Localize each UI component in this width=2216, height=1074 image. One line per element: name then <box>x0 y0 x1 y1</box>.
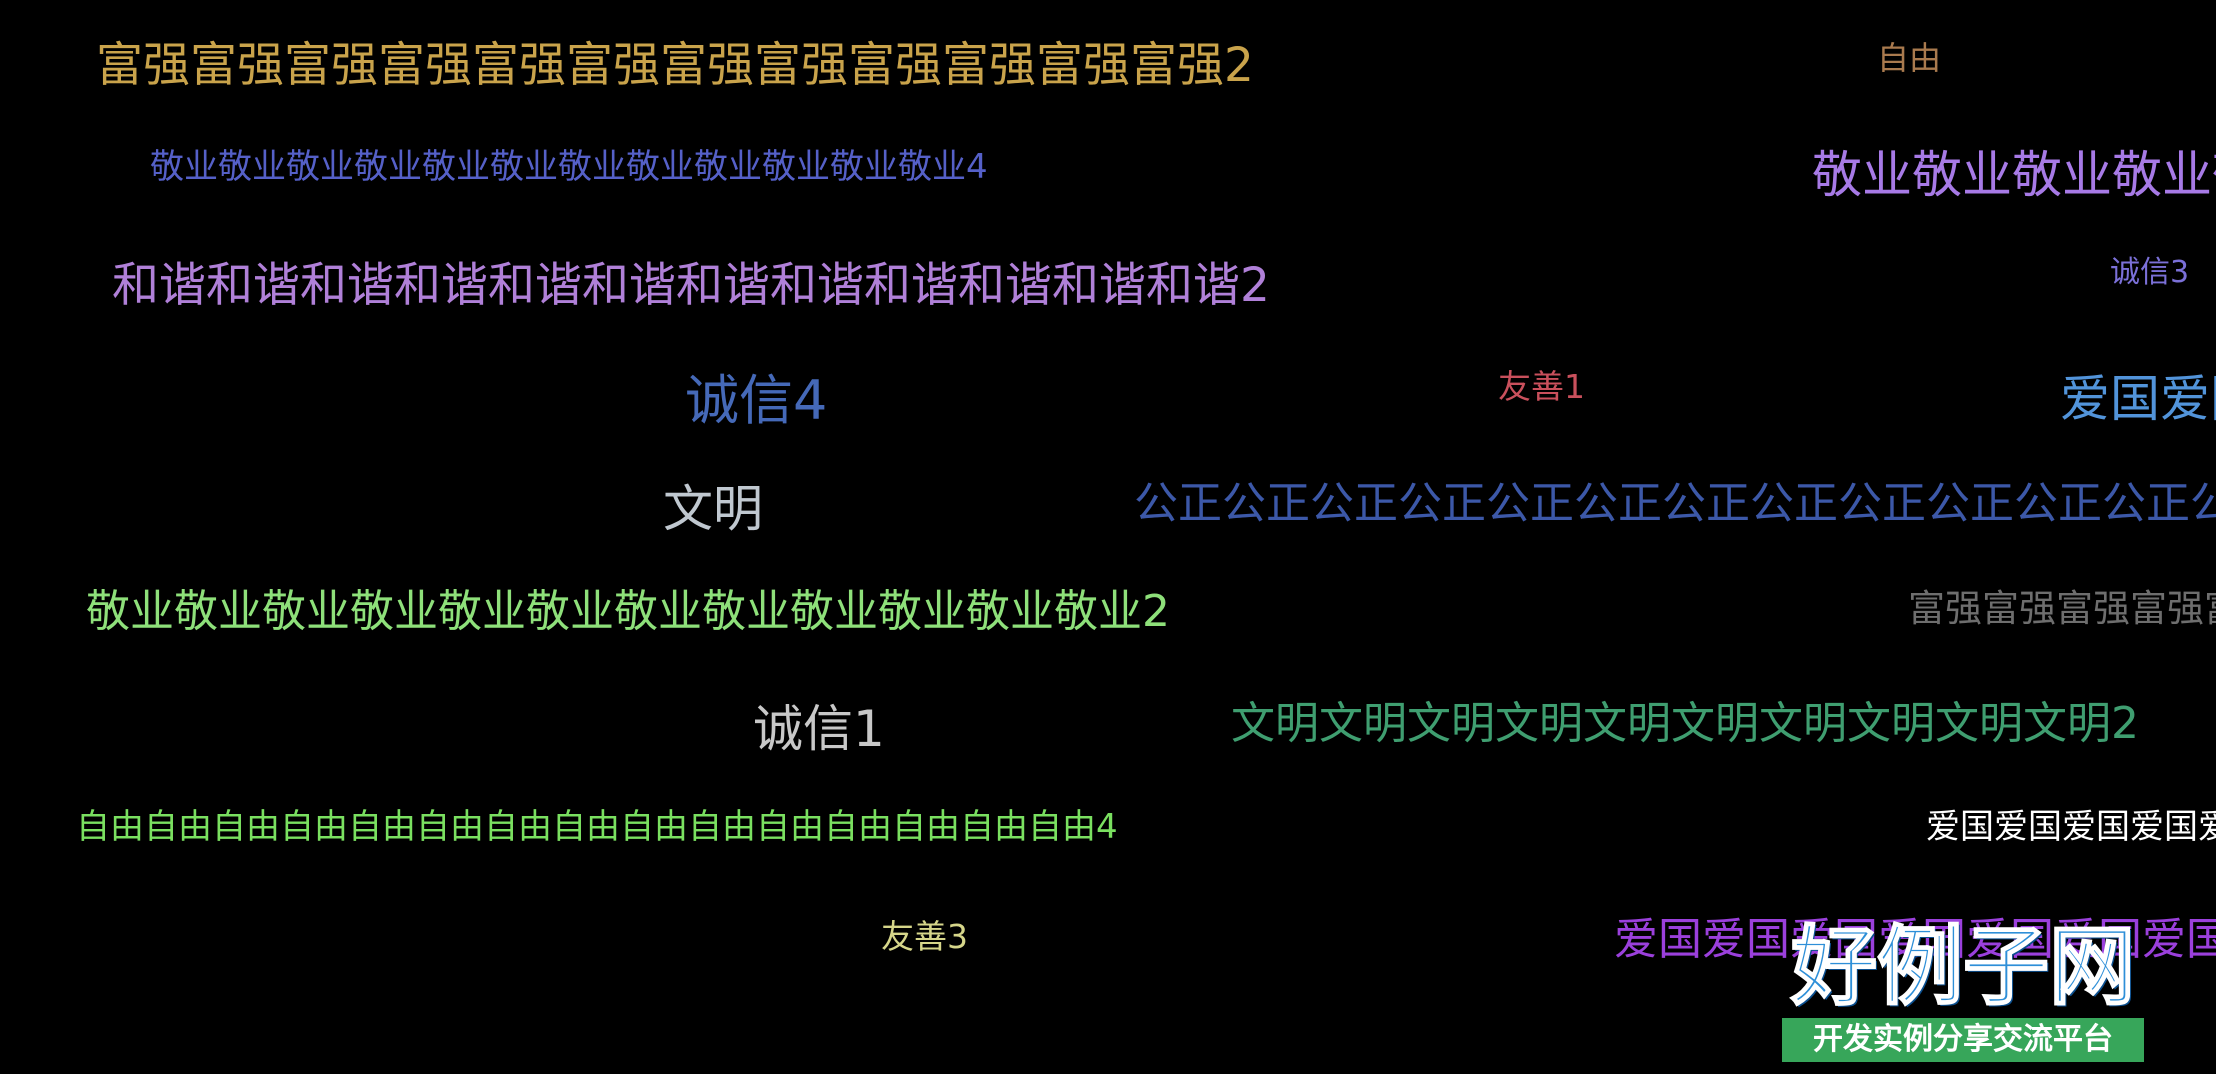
word-9: 爱国爱国 <box>2060 370 2216 428</box>
word-19: 爱国爱国爱国爱国爱国爱国爱国 <box>1614 914 2216 965</box>
word-18: 友善3 <box>881 917 968 956</box>
word-16: 自由自由自由自由自由自由自由自由自由自由自由自由自由自由自由4 <box>76 807 1118 847</box>
word-10: 文明 <box>663 480 763 538</box>
watermark-title: 好例子网 <box>1790 917 2136 1017</box>
word-4: 敬业敬业敬业敬业敬业敬业 <box>1812 146 2216 204</box>
word-14: 诚信1 <box>753 700 885 758</box>
watermark-subtitle: 开发实例分享交流平台 <box>1782 1018 2144 1062</box>
word-3: 敬业敬业敬业敬业敬业敬业敬业敬业敬业敬业敬业敬业4 <box>150 147 988 187</box>
word-6: 诚信3 <box>2110 255 2190 290</box>
word-13: 富强富强富强富强富强 <box>1908 587 2216 630</box>
word-1: 富强富强富强富强富强富强富强富强富强富强富强富强2 <box>96 38 1254 93</box>
watermark-logo: 好例子网 开发实例分享交流平台 <box>1782 917 2144 1064</box>
word-11: 公正公正公正公正公正公正公正公正公正公正公正公正公正 <box>1134 478 2216 529</box>
word-2: 自由 <box>1877 39 1942 77</box>
word-15: 文明文明文明文明文明文明文明文明文明文明2 <box>1231 698 2139 749</box>
word-5: 和谐和谐和谐和谐和谐和谐和谐和谐和谐和谐和谐和谐2 <box>112 258 1270 313</box>
word-8: 友善1 <box>1498 367 1585 406</box>
word-7: 诚信4 <box>685 369 828 432</box>
word-17: 爱国爱国爱国爱国爱国 <box>1926 807 2216 847</box>
word-12: 敬业敬业敬业敬业敬业敬业敬业敬业敬业敬业敬业敬业2 <box>86 586 1170 637</box>
